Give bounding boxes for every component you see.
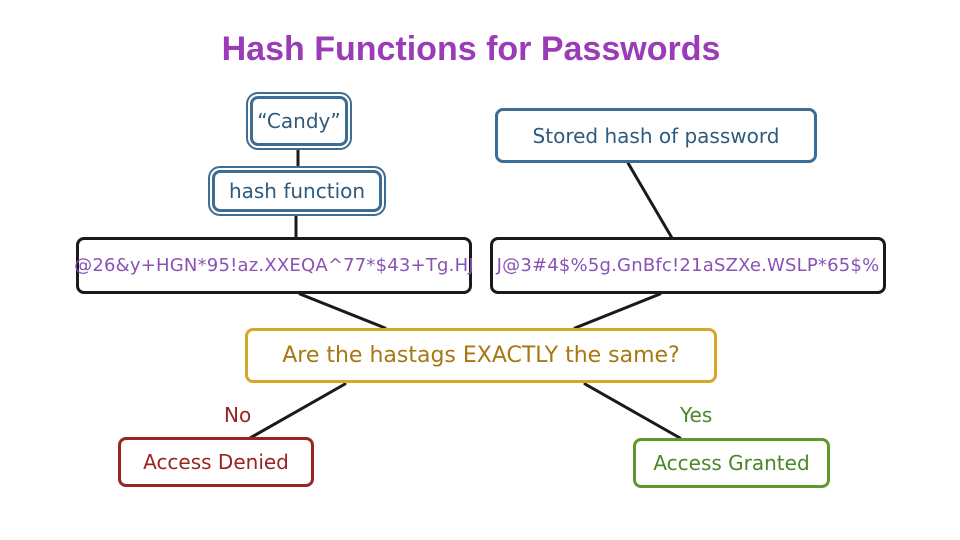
branch-label-no: No (224, 403, 252, 427)
access-denied-label: Access Denied (143, 450, 289, 474)
stored-hash-label: Stored hash of password (532, 123, 780, 148)
access-denied-box: Access Denied (118, 437, 314, 487)
hash-function-box: hash function (212, 170, 382, 212)
access-granted-label: Access Granted (653, 451, 810, 475)
question-label: Are the hastags EXACTLY the same? (282, 343, 680, 368)
connector-left-hash-to-question (298, 292, 387, 330)
stored-hash-box: Stored hash of password (495, 108, 817, 163)
stored-hash-value-box: J@3#4$%5g.GnBfc!21aSZXe.WSLP*65$% (490, 237, 886, 294)
branch-label-yes: Yes (680, 403, 713, 427)
computed-hash-value: @26&y+HGN*95!az.XXEQA^77*$43+Tg.HJ (74, 255, 474, 276)
connector-question-to-no (248, 382, 347, 440)
stored-hash-value: J@3#4$%5g.GnBfc!21aSZXe.WSLP*65$% (496, 255, 880, 276)
connector-right-hash-to-question (573, 292, 662, 330)
candy-label: “Candy” (257, 109, 341, 133)
connector-question-to-yes (583, 382, 682, 440)
hash-function-label: hash function (228, 179, 366, 203)
computed-hash-box: @26&y+HGN*95!az.XXEQA^77*$43+Tg.HJ (74, 237, 474, 294)
access-granted-box: Access Granted (633, 438, 830, 488)
question-box: Are the hastags EXACTLY the same? (245, 328, 717, 383)
page-title: Hash Functions for Passwords (221, 30, 721, 68)
connector-stored-to-hash (626, 161, 674, 240)
candy-box: “Candy” (250, 96, 348, 146)
